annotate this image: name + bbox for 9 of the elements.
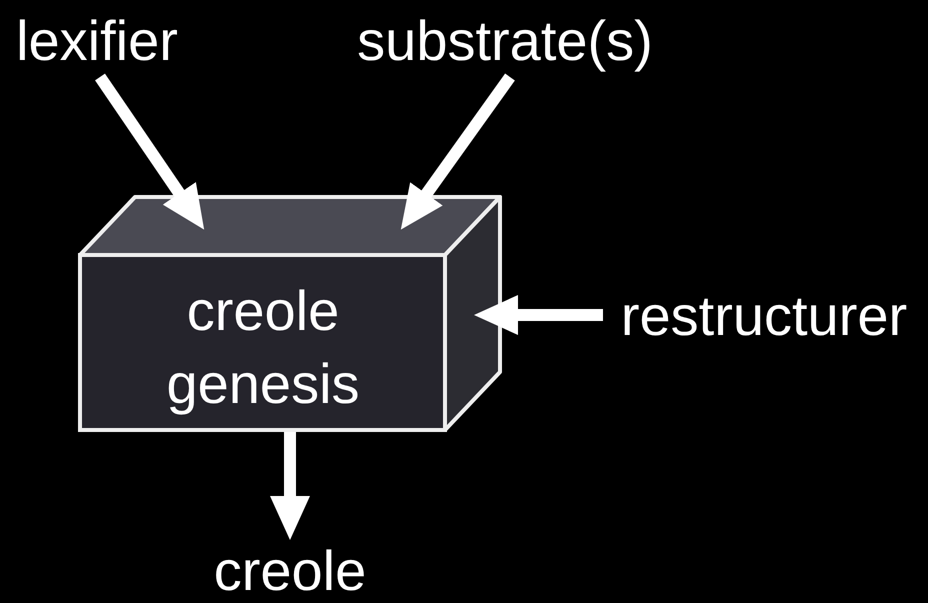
node-label: substrate(s) [357, 8, 653, 74]
arrow [400, 74, 515, 230]
node-label: restructurer [620, 283, 908, 350]
node-label: lexifier [16, 8, 178, 74]
arrow [95, 74, 204, 230]
node-label: creole [214, 538, 366, 603]
arrow [270, 432, 310, 540]
arrow [474, 295, 603, 335]
node-text: creole genesis [165, 278, 361, 417]
